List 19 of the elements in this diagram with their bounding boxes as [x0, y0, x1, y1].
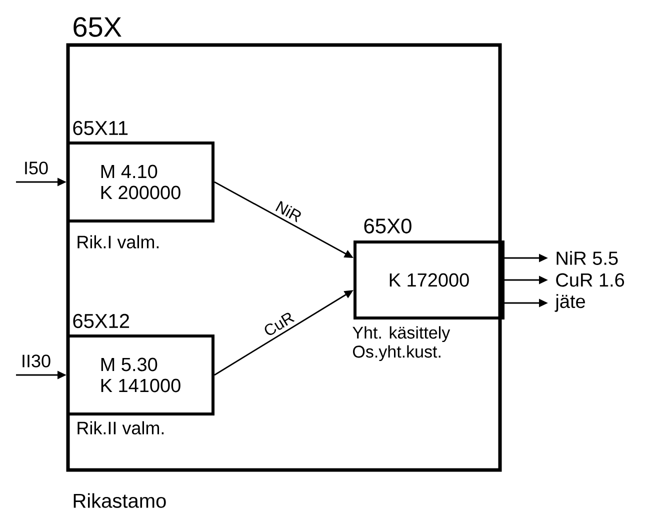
edge-label: NiR [272, 198, 305, 224]
edge-label: jäte [554, 294, 585, 312]
box-heading: 65X11 [73, 120, 128, 136]
process-box: M 5.30 K 141000 [66, 334, 214, 416]
box-caption: Rik.I valm. [78, 235, 159, 248]
box-caption: Rik.II valm. [78, 421, 164, 434]
edge-label: CuR 1.6 [556, 273, 624, 287]
box-heading: 65X [74, 17, 122, 37]
box-caption: Rikastamo [74, 493, 166, 508]
edge-label: II30 [22, 354, 50, 368]
edge-label: I50 [25, 162, 48, 174]
edge-label: CuR [260, 310, 297, 339]
edge-label: NiR 5.5 [556, 251, 618, 265]
plant-boundary-box [66, 43, 502, 472]
process-box: K 172000 [354, 240, 504, 320]
box-caption: Yht. käsittely Os.yht.kust. [352, 326, 450, 362]
box-heading: 65X12 [73, 314, 130, 328]
process-box: M 4.10 K 200000 [66, 142, 214, 222]
box-heading: 65X0 [364, 218, 412, 234]
